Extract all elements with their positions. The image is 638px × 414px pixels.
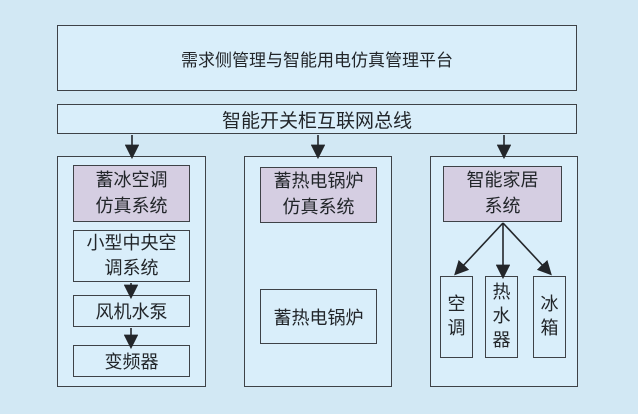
platform-title-box: 需求侧管理与智能用电仿真管理平台: [57, 25, 577, 91]
smart-home-ac-label: 空调: [447, 294, 466, 339]
heat-boiler-box: 蓄热电锅炉: [260, 289, 377, 344]
platform-title: 需求侧管理与智能用电仿真管理平台: [181, 50, 453, 71]
smart-home-fridge-box: 冰箱: [533, 276, 566, 358]
smart-home-ac-box: 空调: [440, 276, 473, 358]
heat-boiler-label: 蓄热电锅炉: [273, 307, 364, 329]
smart-home-header-label: 智能家居 系统: [466, 170, 539, 217]
central-ac-label: 小型中央空 调系统: [86, 233, 177, 279]
heat-boiler-header-label: 蓄热电锅炉 仿真系统: [273, 171, 364, 218]
bus-box: 智能开关柜互联网总线: [57, 104, 577, 134]
smart-home-fridge-label: 冰箱: [540, 294, 559, 339]
fan-pump-label: 风机水泵: [95, 302, 168, 323]
inverter-label: 变频器: [104, 352, 159, 373]
central-ac-box: 小型中央空 调系统: [73, 230, 190, 282]
smart-home-water-heater-label: 热水器: [492, 282, 511, 351]
smart-home-water-heater-box: 热水器: [485, 276, 518, 358]
smart-home-header-box: 智能家居 系统: [443, 166, 562, 222]
ice-storage-header-label: 蓄冰空调 仿真系统: [95, 169, 168, 217]
bus-label: 智能开关柜互联网总线: [221, 109, 412, 132]
fan-pump-box: 风机水泵: [73, 295, 190, 327]
heat-boiler-header-box: 蓄热电锅炉 仿真系统: [260, 167, 377, 223]
inverter-box: 变频器: [73, 345, 190, 377]
ice-storage-header-box: 蓄冰空调 仿真系统: [73, 165, 190, 222]
